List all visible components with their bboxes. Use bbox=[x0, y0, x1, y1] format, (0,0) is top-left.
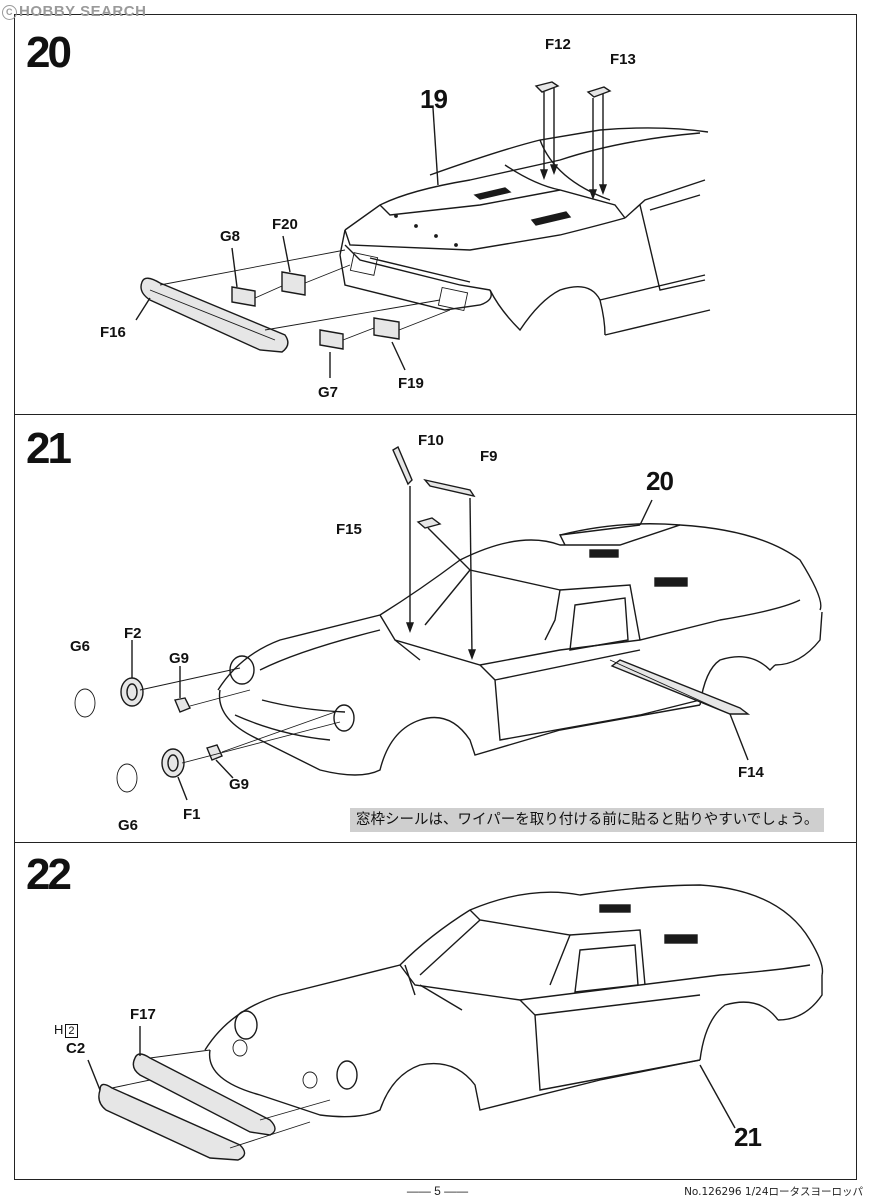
product-code: No.126296 1/24ロータスヨーロッパ bbox=[684, 1186, 863, 1198]
part-label: F19 bbox=[398, 375, 424, 392]
part-label: F15 bbox=[336, 521, 362, 538]
part-label: F10 bbox=[418, 432, 444, 449]
part-label: F14 bbox=[738, 764, 764, 781]
section-divider bbox=[14, 842, 857, 843]
part-label: C2 bbox=[66, 1040, 86, 1057]
reference-step-20: 20 bbox=[646, 466, 674, 496]
step21-car bbox=[217, 523, 823, 776]
reference-step-21: 21 bbox=[734, 1122, 762, 1152]
part-label: G8 bbox=[220, 228, 241, 245]
reference-step-19: 19 bbox=[420, 84, 448, 114]
step20-car-rear bbox=[339, 127, 711, 336]
step21-parts bbox=[74, 445, 751, 801]
h-part-letter: H bbox=[54, 1022, 64, 1037]
section-divider bbox=[14, 414, 857, 415]
part-label: G9 bbox=[169, 650, 190, 667]
page-number-value: 5 bbox=[434, 1184, 441, 1198]
part-label: F17 bbox=[130, 1006, 156, 1023]
step-number-20: 20 bbox=[26, 28, 72, 77]
part-label: F12 bbox=[545, 36, 571, 53]
part-label: G6 bbox=[118, 817, 139, 834]
part-label: G6 bbox=[70, 638, 91, 655]
part-label: F2 bbox=[124, 625, 142, 642]
part-label: G9 bbox=[229, 776, 250, 793]
part-label: F16 bbox=[100, 324, 126, 341]
part-label: F13 bbox=[610, 51, 636, 68]
step-number-22: 22 bbox=[26, 850, 72, 899]
part-label: F20 bbox=[272, 216, 298, 233]
step20-parts-top bbox=[534, 81, 612, 200]
page-number: —— 5 —— bbox=[406, 1184, 469, 1198]
part-label: F1 bbox=[183, 806, 201, 823]
part-label: G7 bbox=[318, 384, 339, 401]
h-quantity-box: 2 bbox=[65, 1024, 78, 1038]
window-seal-note: 窓枠シールは、ワイパーを取り付ける前に貼ると貼りやすいでしょう。 bbox=[350, 808, 825, 832]
step20-bumper bbox=[135, 107, 451, 378]
page-frame bbox=[14, 14, 857, 1180]
step22-car bbox=[204, 884, 824, 1118]
part-label: F9 bbox=[480, 448, 498, 465]
step-number-21: 21 bbox=[26, 424, 72, 473]
step22-parts bbox=[87, 1026, 736, 1161]
